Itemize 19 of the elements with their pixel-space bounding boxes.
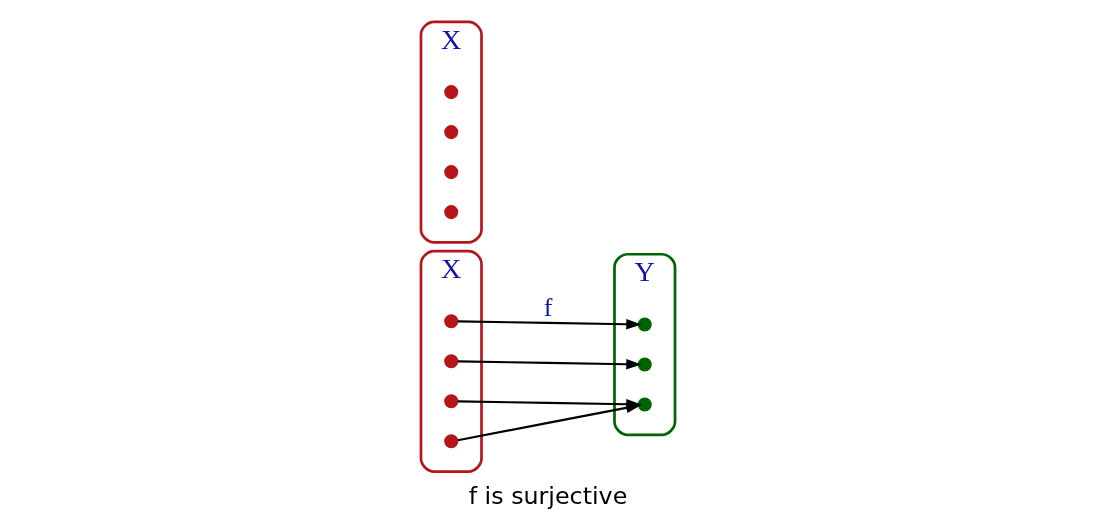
caption: f is surjective — [468, 481, 627, 510]
cluster: X — [419, 249, 483, 473]
node-circle — [443, 354, 458, 369]
node-circle — [443, 394, 458, 409]
arrow — [457, 318, 641, 330]
arrow — [457, 358, 641, 370]
edge-label: f — [543, 293, 552, 323]
node-circle — [637, 397, 652, 412]
node-circle — [443, 85, 458, 100]
cluster: Y — [612, 252, 676, 437]
node-circle — [443, 125, 458, 140]
node-circle — [443, 434, 458, 449]
arrow — [457, 402, 641, 442]
node-circle — [637, 357, 652, 372]
node-circle — [443, 165, 458, 180]
node-circle — [637, 317, 652, 332]
cluster: X — [419, 20, 483, 244]
node-circle — [443, 205, 458, 220]
node-circle — [443, 314, 458, 329]
